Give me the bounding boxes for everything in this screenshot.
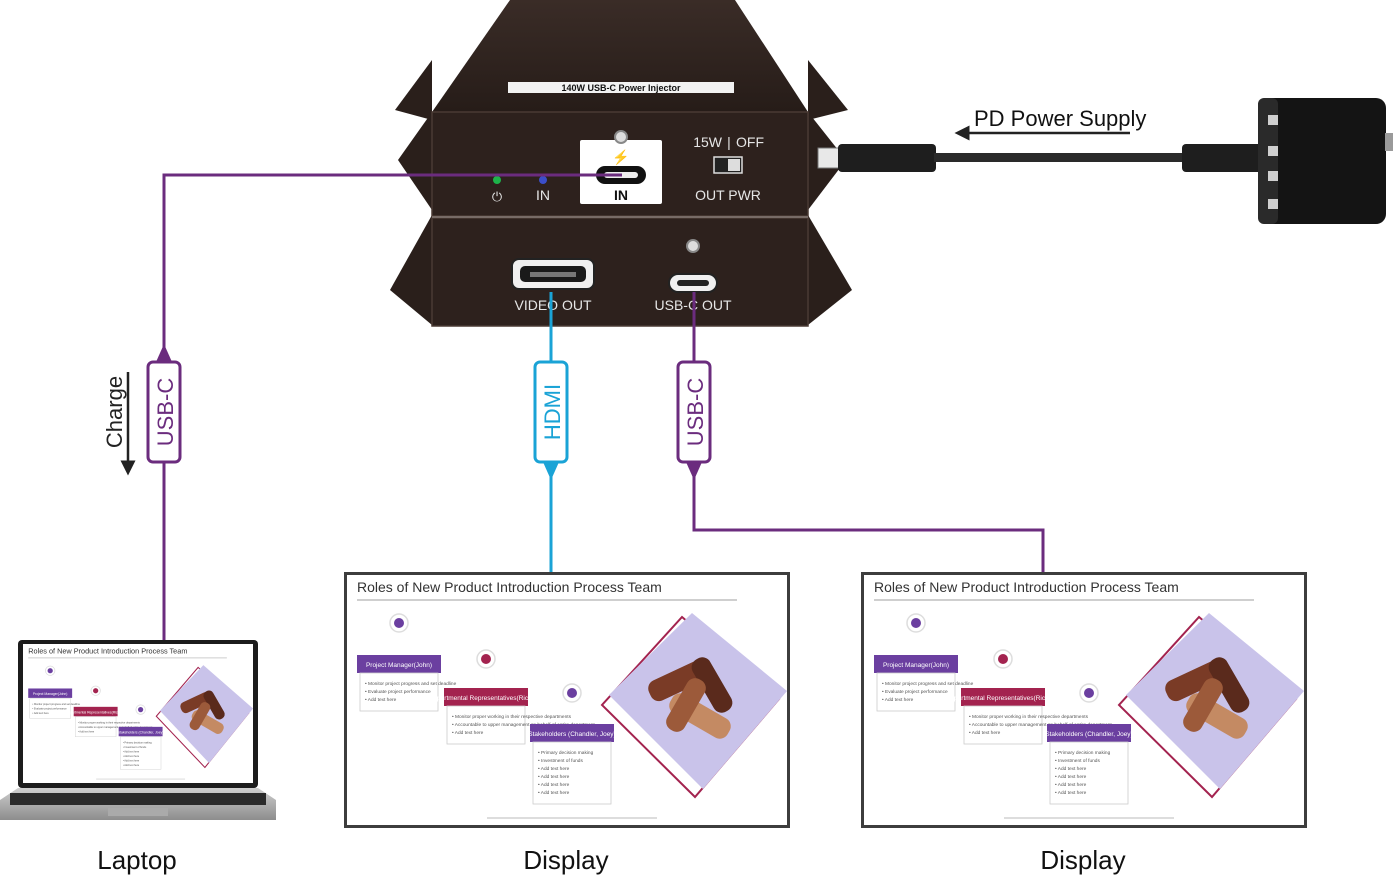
usbc-out-cable-label: USB-C	[683, 378, 708, 447]
laptop-usbc-cable	[162, 173, 622, 640]
role-title: Stakeholders (Chandler, Joey)	[1045, 731, 1132, 738]
usbc-out-indicator	[686, 239, 700, 253]
role-bullet: • Accountable to upper management on beh…	[78, 726, 153, 729]
role-bullet: • Accountable to upper management on beh…	[452, 722, 595, 728]
role-bullet: • Add text here	[538, 782, 570, 788]
device-label-plate-text: 140W USB-C Power Injector	[561, 83, 681, 93]
role-bullet: • Accountable to upper management on beh…	[969, 722, 1112, 728]
role-header	[530, 724, 614, 742]
role-bullet: • Monitor proper working in their respec…	[969, 714, 1089, 720]
role-bullet: • Add text here	[1055, 790, 1087, 796]
role-bullet: • Investment of funds	[123, 746, 147, 749]
out-pwr-label: OUT PWR	[695, 187, 761, 203]
power-led-symbol: ⏻	[492, 189, 502, 204]
display-1-label: Display	[523, 845, 608, 875]
power-option-separator: |	[727, 134, 731, 150]
usbc-in-label: IN	[614, 187, 628, 203]
display-1-slide: Roles of New Product Introduction Proces…	[357, 579, 787, 819]
role-header	[73, 706, 118, 717]
role-bullet: • Add text here	[882, 697, 914, 703]
role-title: Stakeholders (Chandler, Joey)	[528, 731, 615, 738]
role-bullet: • Add text here	[1055, 774, 1087, 780]
role-bullet: • Monitor project progress and set deadl…	[32, 703, 80, 706]
role-header	[874, 655, 958, 673]
role-title: Departmental Representatives(Richard)	[66, 711, 126, 715]
laptop-usbc-cable-label: USB-C	[153, 378, 178, 447]
pd-power-supply-label: PD Power Supply	[974, 106, 1146, 131]
role-bullet: • Monitor project progress and set deadl…	[365, 681, 457, 687]
out-pwr-switch-knob	[728, 159, 740, 171]
role-bullet: • Add text here	[123, 750, 140, 753]
charge-bolt-icon: ⚡	[612, 149, 629, 166]
slide-title: Roles of New Product Introduction Proces…	[874, 579, 1179, 595]
role-bullet: • Evaluate project performance	[32, 708, 67, 711]
laptop-label: Laptop	[97, 845, 177, 875]
role-title: Departmental Representatives(Richard)	[429, 695, 544, 702]
role-bullet: • Add text here	[538, 774, 570, 780]
role-bullet: • Add text here	[123, 764, 140, 767]
role-header	[28, 688, 73, 698]
laptop-slide: Roles of New Product Introduction Proces…	[28, 646, 253, 780]
role-bullet: • Primary decision making	[123, 742, 152, 745]
role-bullet: • Investment of funds	[538, 758, 583, 764]
role-header	[357, 655, 441, 673]
role-bullet: • Add text here	[452, 730, 484, 736]
role-bullet: • Primary decision making	[1055, 750, 1111, 756]
video-out-label: VIDEO OUT	[514, 297, 591, 313]
role-bullet: • Monitor project progress and set deadl…	[882, 681, 974, 687]
role-bullet: • Evaluate project performance	[882, 689, 948, 695]
role-bullet: • Add text here	[32, 712, 49, 715]
role-bullet: • Add text here	[365, 697, 397, 703]
role-bullet: • Monitor proper working in their respec…	[78, 722, 141, 725]
role-bullet: • Investment of funds	[1055, 758, 1100, 764]
role-bullet: • Add text here	[123, 755, 140, 758]
power-option-15w: 15W	[693, 134, 723, 150]
role-bullet: • Primary decision making	[538, 750, 594, 756]
usbc-in-indicator	[614, 130, 628, 144]
input-led-label: IN	[536, 187, 550, 203]
input-led	[539, 176, 547, 184]
power-injector-device: 140W USB-C Power Injector ⏻ IN ⚡ IN 15W …	[390, 0, 852, 327]
role-title: Stakeholders (Chandler, Joey)	[118, 731, 164, 735]
role-title: Project Manager(John)	[33, 692, 68, 696]
role-header	[961, 688, 1045, 706]
role-bullet: • Add text here	[1055, 782, 1087, 788]
role-bullet: • Add text here	[123, 759, 140, 762]
laptop-usbc-cable-tag	[146, 360, 182, 464]
role-bullet: • Add text here	[538, 790, 570, 796]
role-header	[1047, 724, 1131, 742]
slide-title: Roles of New Product Introduction Proces…	[28, 646, 187, 655]
slide-title: Roles of New Product Introduction Proces…	[357, 579, 662, 595]
power-led	[493, 176, 501, 184]
role-header	[444, 688, 528, 706]
power-adapter-icon	[1258, 98, 1386, 224]
role-title: Project Manager(John)	[366, 662, 432, 669]
display-2-label: Display	[1040, 845, 1125, 875]
role-bullet: • Add text here	[78, 730, 95, 733]
display-2-slide: Roles of New Product Introduction Proces…	[874, 579, 1304, 819]
charge-direction-label: Charge	[102, 376, 127, 448]
role-bullet: • Monitor proper working in their respec…	[452, 714, 572, 720]
role-header	[118, 726, 163, 737]
power-option-off: OFF	[736, 134, 764, 150]
role-bullet: • Add text here	[969, 730, 1001, 736]
role-bullet: • Add text here	[538, 766, 570, 772]
pd-power-supply: PD Power Supply	[817, 98, 1393, 224]
usbc-out-cable	[692, 292, 1045, 572]
hdmi-cable-label: HDMI	[540, 384, 565, 440]
role-bullet: • Evaluate project performance	[365, 689, 431, 695]
role-title: Departmental Representatives(Richard)	[946, 695, 1061, 702]
device-label-plate	[508, 82, 734, 93]
role-title: Project Manager(John)	[883, 662, 949, 669]
role-bullet: • Add text here	[1055, 766, 1087, 772]
